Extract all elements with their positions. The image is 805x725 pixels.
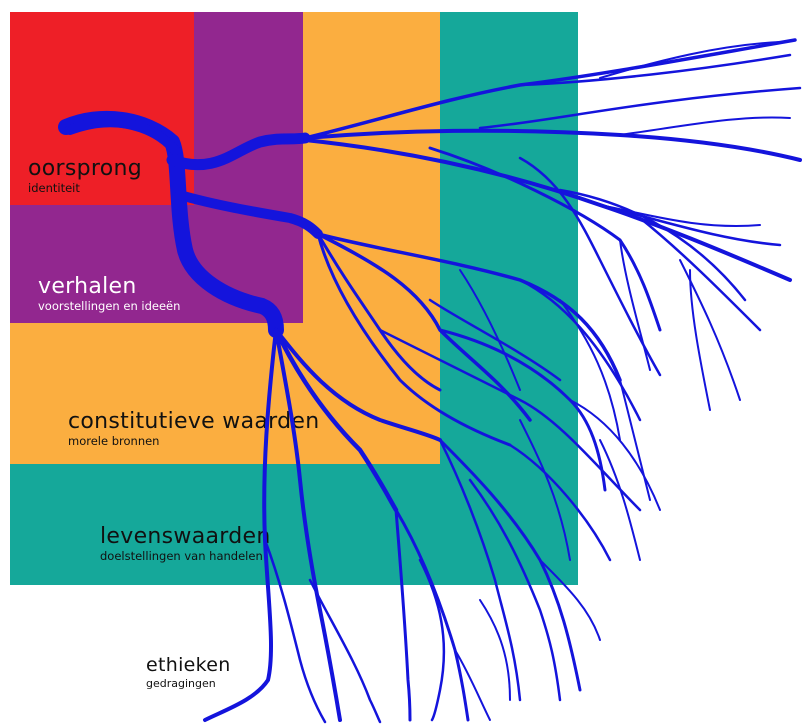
root-branch <box>428 146 662 332</box>
layer-subtitle: identiteit <box>28 181 80 195</box>
root-branch <box>619 379 651 501</box>
root-branch <box>619 239 651 371</box>
root-branch <box>599 41 781 79</box>
root-branch <box>619 116 791 136</box>
root-branch <box>203 328 278 722</box>
root-branch <box>274 328 442 442</box>
layer-label-levenswaarden: levenswaarden doelstellingen van handele… <box>100 526 271 563</box>
root-branch <box>599 204 761 227</box>
root-branch <box>263 538 327 724</box>
root-branch <box>273 327 399 513</box>
layer-subtitle: voorstellingen en ideeën <box>38 299 181 313</box>
layer-title: verhalen <box>38 274 137 299</box>
layer-title: ethieken <box>146 654 231 676</box>
root-branch <box>518 156 662 377</box>
root-branch <box>438 438 582 692</box>
root-branch <box>303 128 802 162</box>
root-branch <box>454 649 491 721</box>
layer-label-ethieken: ethieken gedragingen <box>146 654 231 690</box>
root-branch <box>599 439 641 561</box>
root-branch <box>303 138 792 282</box>
layer-subtitle: doelstellingen van handelen <box>100 549 263 563</box>
root-branch <box>428 298 562 382</box>
layer-label-constitutieve: constitutieve waarden morele bronnen <box>68 411 319 448</box>
root-branch <box>559 299 621 441</box>
root-branch <box>308 578 382 724</box>
layer-label-oorsprong: oorsprong identiteit <box>28 158 142 195</box>
root-branch <box>378 328 642 512</box>
root-trunk-top <box>65 117 180 155</box>
root-branch <box>418 558 446 722</box>
root-branch <box>598 203 782 247</box>
root-branch <box>468 478 562 702</box>
root-branch <box>394 508 412 722</box>
root-branch <box>175 190 323 239</box>
root-branch <box>316 232 532 422</box>
root-branch <box>569 399 661 511</box>
root-branch <box>679 259 741 401</box>
root-branch <box>438 438 522 702</box>
root-branch <box>638 216 762 332</box>
root-branch <box>479 599 511 701</box>
layer-subtitle: gedragingen <box>146 677 216 690</box>
root-branch <box>519 419 571 561</box>
root-branch <box>689 269 711 411</box>
root-branch <box>518 53 792 87</box>
layer-title: constitutieve waarden <box>68 409 320 434</box>
root-branch <box>459 269 521 391</box>
layer-label-verhalen: verhalen voorstellingen en ideeën <box>38 276 180 313</box>
layer-title: oorsprong <box>28 156 143 181</box>
root-branch <box>166 132 311 171</box>
layer-title: levenswaarden <box>100 524 271 549</box>
block-red-oorsprong <box>10 12 194 205</box>
root-branch <box>316 232 512 447</box>
root-branch <box>478 86 802 130</box>
root-branch <box>394 508 470 722</box>
root-branch <box>274 328 342 722</box>
root-branch <box>303 38 797 140</box>
root-branch <box>508 443 612 562</box>
layer-subtitle: morele bronnen <box>68 434 160 448</box>
root-branch <box>539 559 601 641</box>
root-branch <box>558 188 747 302</box>
